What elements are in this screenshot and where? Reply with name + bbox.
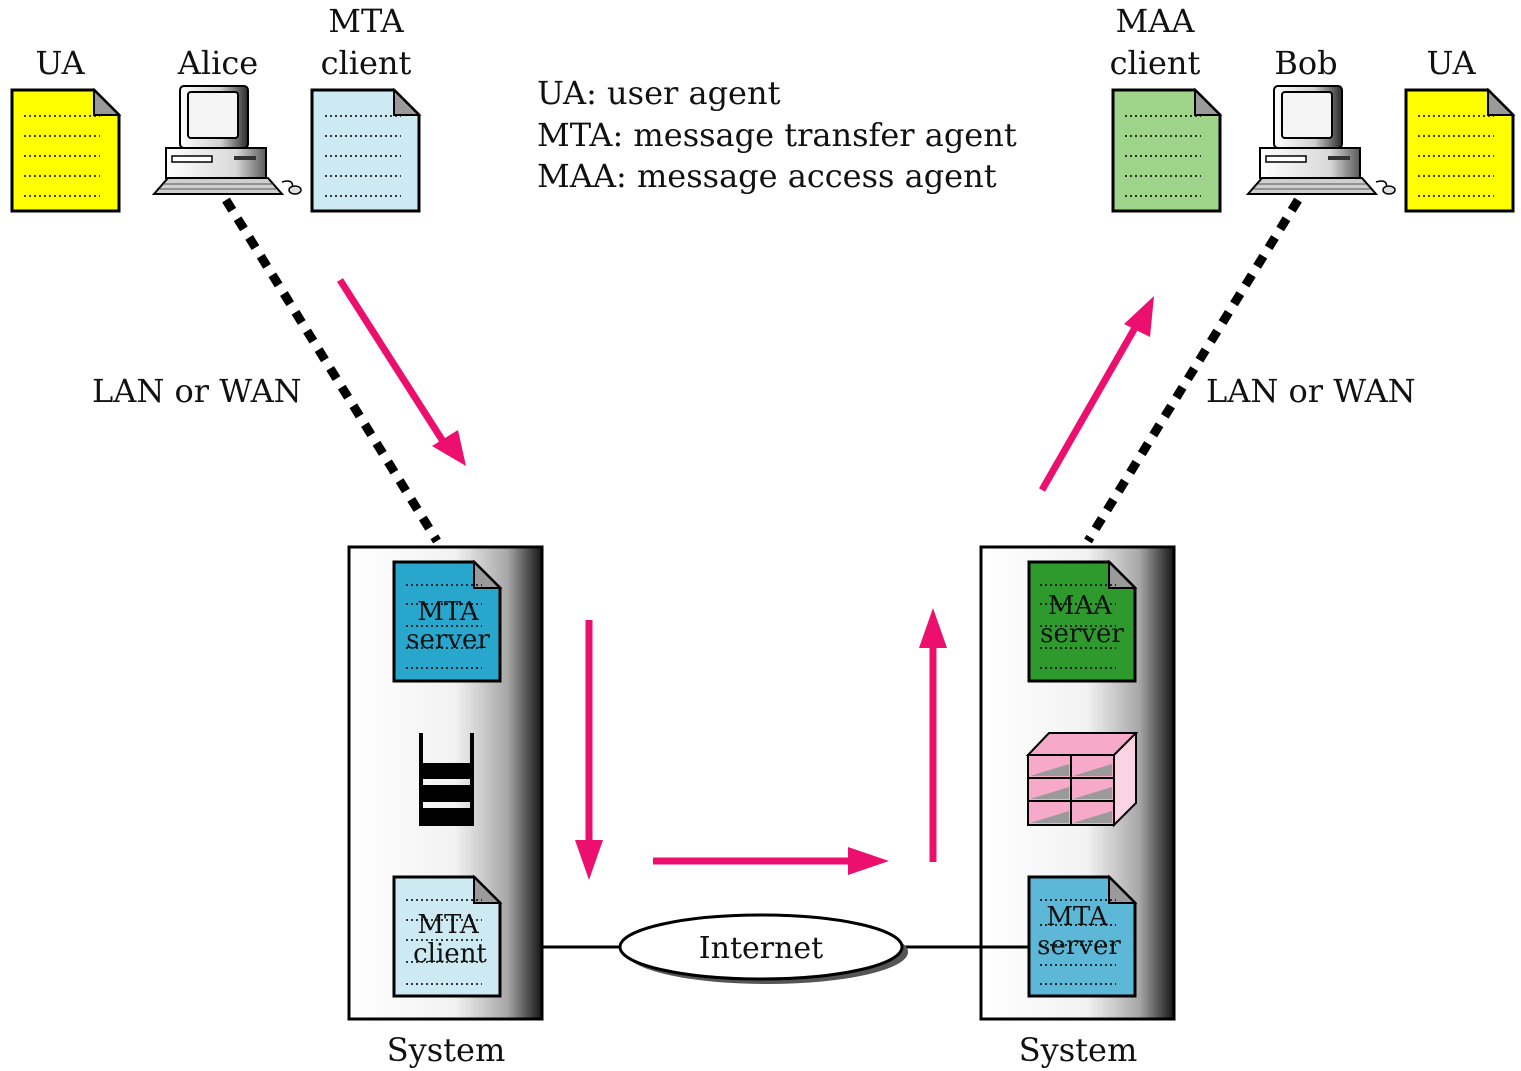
right-maa-server-document-icon: MAA server [1027, 559, 1138, 683]
right-maa-client-label-2: client [1110, 44, 1201, 82]
left-mta-client-box-label-1: MTA [417, 910, 480, 940]
right-mta-server-label-1: MTA [1046, 902, 1109, 932]
bob-label: Bob [1274, 44, 1337, 82]
left-mta-server-document-icon: MTA server [392, 559, 503, 683]
right-link-label: LAN or WAN [1206, 372, 1416, 410]
legend-maa: MAA: message access agent [537, 157, 997, 195]
left-system-label: System [387, 1031, 506, 1069]
internet-label: Internet [699, 931, 823, 966]
right-maa-server-label-1: MAA [1048, 591, 1113, 621]
left-mta-client-label-2: client [321, 44, 412, 82]
left-mta-client-document-icon [310, 87, 422, 213]
bob-computer-icon [1245, 85, 1396, 195]
left-mta-client-label-1: MTA [328, 2, 404, 40]
right-ua-label: UA [1426, 44, 1476, 82]
alice-label: Alice [177, 44, 258, 82]
left-mta-server-label-2: server [406, 625, 490, 655]
internet-cloud: Internet [618, 913, 908, 984]
left-mta-client-box-label-2: client [413, 939, 487, 969]
left-ua-document-icon [10, 87, 122, 213]
right-maa-client-label-1: MAA [1116, 2, 1196, 40]
right-maa-server-label-2: server [1040, 619, 1124, 649]
queue-icon [419, 733, 474, 826]
alice-computer-icon [151, 85, 302, 195]
left-ua-label: UA [35, 44, 85, 82]
left-mta-server-label-1: MTA [417, 597, 480, 627]
left-link-label: LAN or WAN [92, 372, 302, 410]
mailbox-icon [1025, 732, 1139, 828]
right-lan-link [1084, 197, 1302, 544]
right-mta-server-label-2: server [1037, 931, 1121, 961]
left-mta-client-box-document-icon: MTA client [392, 874, 503, 998]
arrow-icon [337, 278, 1154, 880]
right-ua-document-icon [1404, 87, 1516, 213]
legend-ua: UA: user agent [537, 74, 781, 112]
left-lan-link [222, 197, 441, 544]
right-maa-client-document-icon [1111, 87, 1223, 213]
right-mta-server-document-icon: MTA server [1027, 874, 1138, 998]
legend-mta: MTA: message transfer agent [537, 116, 1017, 154]
right-system-label: System [1019, 1031, 1138, 1069]
